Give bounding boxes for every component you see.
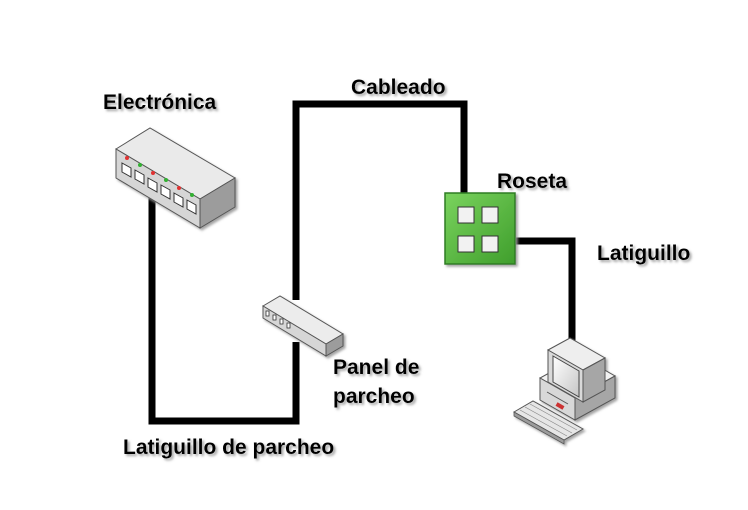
label-patch-cord: Latiguillo: [597, 242, 690, 265]
label-patch-panel-line2: parcheo: [333, 385, 415, 408]
label-cabling: Cableado: [351, 76, 446, 99]
patch-panel-icon: [262, 295, 344, 357]
patch-cord-cable: [516, 237, 576, 346]
cables: [148, 100, 576, 425]
switch-ports: [121, 162, 197, 215]
network-switch-icon: [115, 127, 236, 229]
label-patch-panel-cord: Latiguillo de parcheo: [123, 436, 334, 459]
horizontal-cabling-cable: [292, 100, 468, 300]
switch-leds: [125, 156, 194, 197]
label-electronics: Electrónica: [103, 91, 217, 114]
label-patch-panel-line1: Panel de: [333, 356, 419, 379]
desktop-computer-icon: [512, 337, 617, 445]
patch-panel-cord-cable: [148, 198, 300, 425]
diagram-labels: Electrónica Cableado Roseta Latiguillo P…: [103, 76, 690, 459]
label-wall-outlet: Roseta: [497, 170, 567, 193]
wall-outlet-icon: [444, 192, 516, 265]
